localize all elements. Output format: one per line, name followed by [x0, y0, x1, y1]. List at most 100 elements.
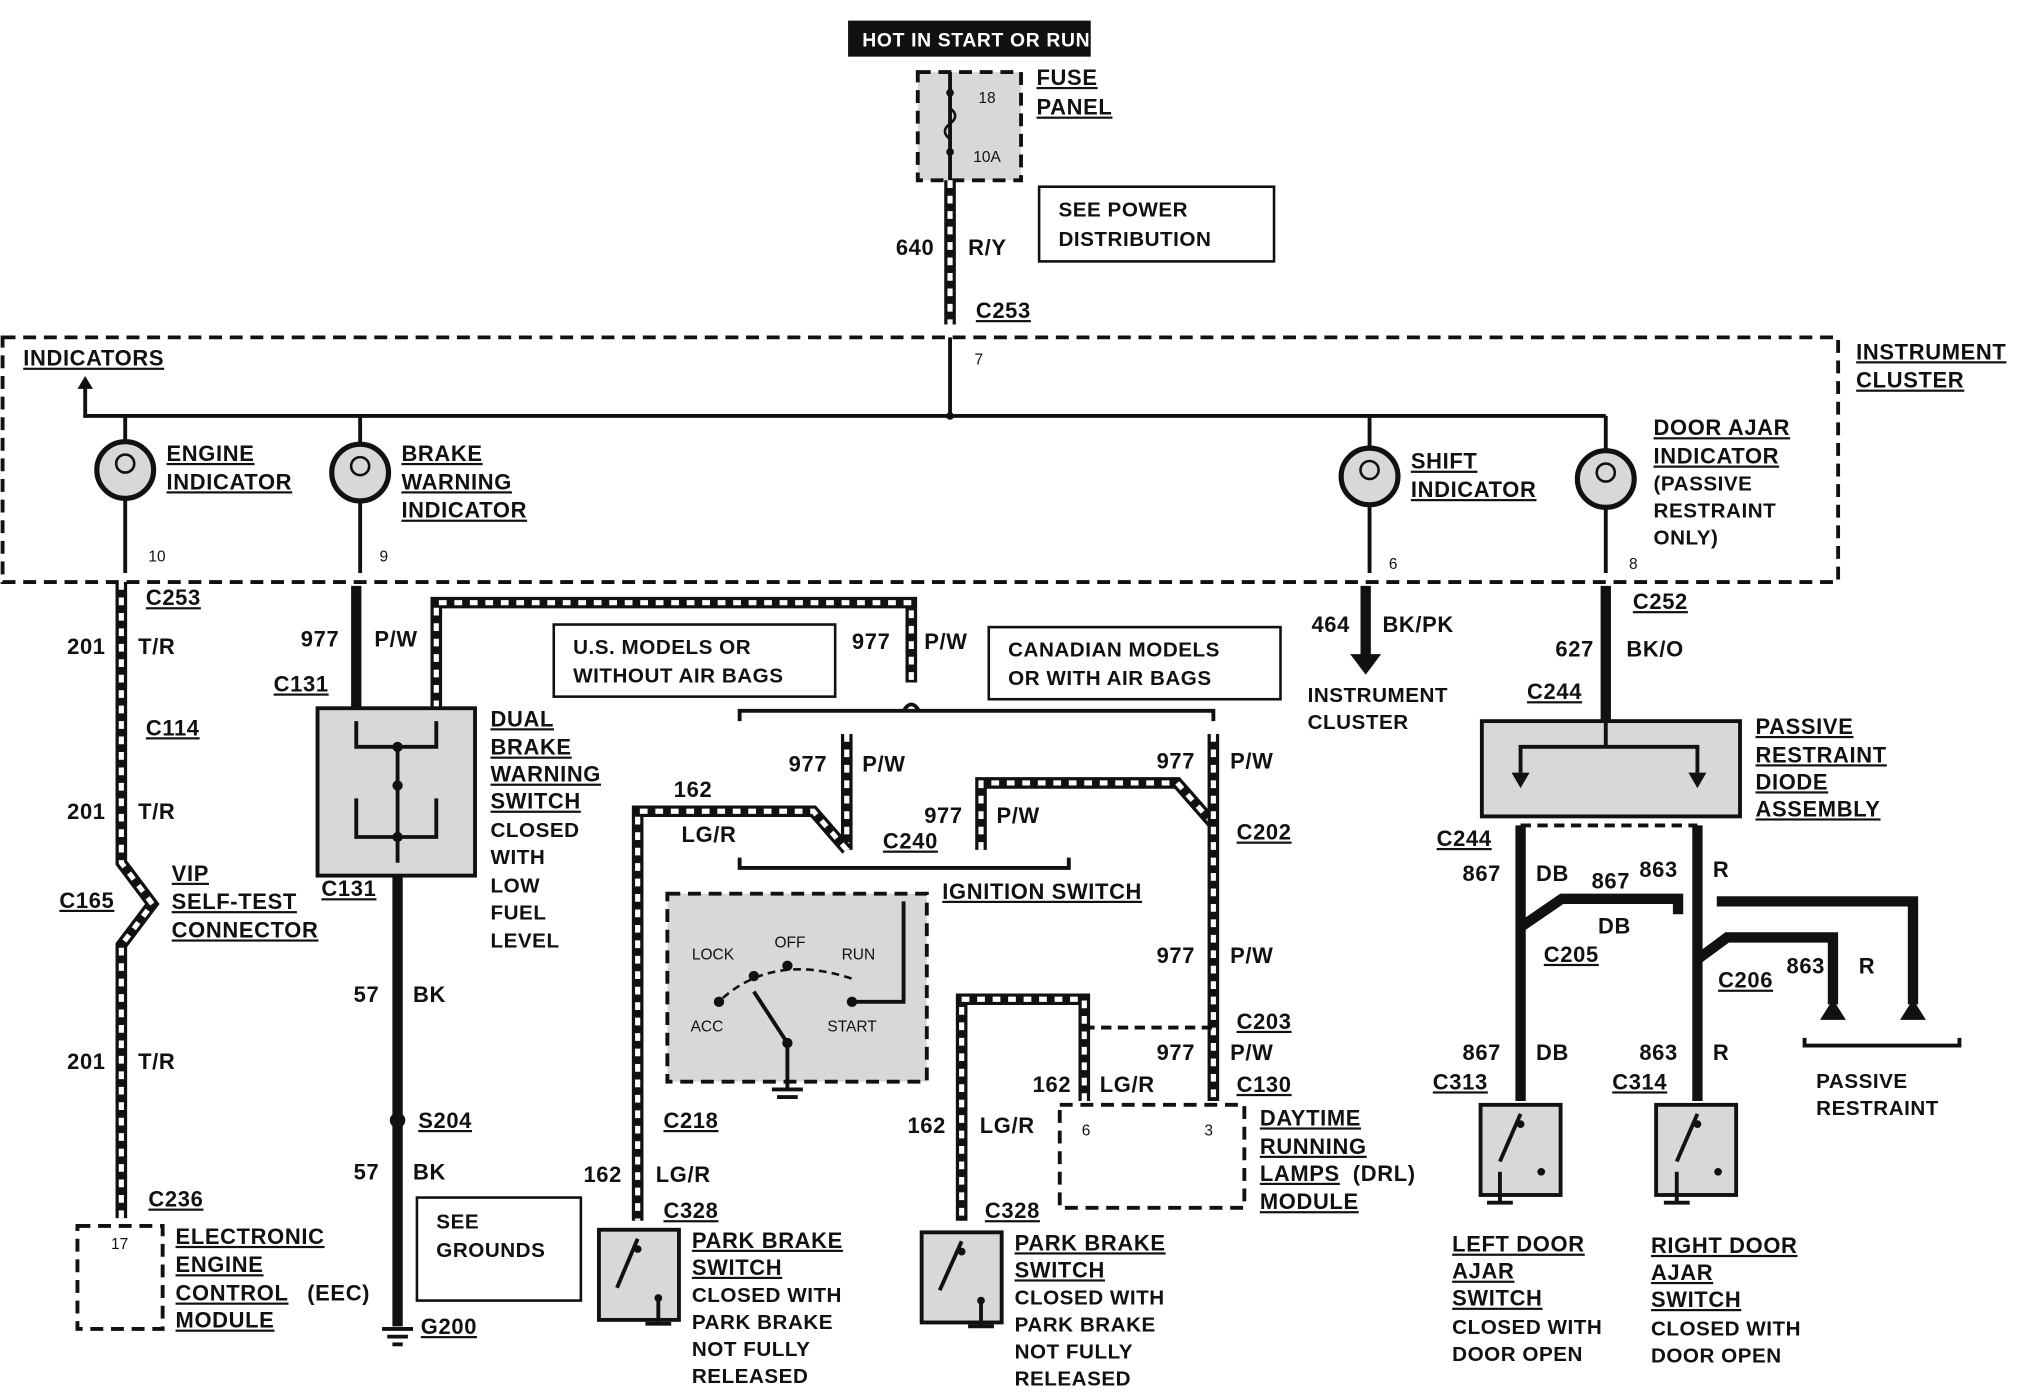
svg-text:DB: DB	[1536, 1040, 1569, 1065]
eec-module: 17 ELECTRONIC ENGINE CONTROL (EEC) MODUL…	[75, 1224, 370, 1333]
svg-text:R/Y: R/Y	[968, 235, 1006, 260]
svg-text:GROUNDS: GROUNDS	[436, 1239, 545, 1262]
svg-text:C328: C328	[985, 1198, 1040, 1223]
svg-text:BRAKE: BRAKE	[491, 735, 572, 760]
svg-text:PARK BRAKE: PARK BRAKE	[1015, 1230, 1166, 1255]
svg-text:ELECTRONIC: ELECTRONIC	[176, 1224, 325, 1249]
svg-text:ONLY): ONLY)	[1654, 527, 1719, 550]
svg-text:DISTRIBUTION: DISTRIBUTION	[1058, 228, 1211, 251]
svg-text:OR WITH AIR BAGS: OR WITH AIR BAGS	[1008, 667, 1212, 690]
dual-brake-warning-switch: DUAL BRAKE WARNING SWITCH CLOSED WITH LO…	[315, 706, 600, 953]
svg-text:RIGHT DOOR: RIGHT DOOR	[1651, 1233, 1798, 1258]
ignition-switch: LOCK OFF RUN ACC START	[665, 891, 929, 1100]
svg-text:977: 977	[301, 626, 340, 651]
svg-text:57: 57	[354, 982, 380, 1007]
engine-indicator: ENGINE INDICATOR 10	[94, 415, 293, 574]
svg-text:464: 464	[1311, 612, 1350, 637]
svg-text:SWITCH: SWITCH	[1015, 1257, 1105, 1282]
svg-text:PASSIVE: PASSIVE	[1816, 1070, 1908, 1093]
svg-text:SWITCH: SWITCH	[491, 789, 581, 814]
svg-text:RESTRAINT: RESTRAINT	[1816, 1097, 1939, 1120]
svg-text:CANADIAN MODELS: CANADIAN MODELS	[1008, 639, 1220, 662]
svg-text:7: 7	[975, 351, 984, 368]
svg-text:P/W: P/W	[997, 803, 1040, 828]
svg-text:17: 17	[111, 1236, 128, 1253]
svg-text:DOOR OPEN: DOOR OPEN	[1651, 1344, 1782, 1367]
svg-text:6: 6	[1082, 1123, 1091, 1140]
drl-module: 6 3 DAYTIME RUNNING LAMPS (DRL) MODULE	[1057, 1102, 1415, 1214]
svg-text:DUAL: DUAL	[491, 706, 554, 731]
svg-text:T/R: T/R	[138, 799, 175, 824]
svg-text:DOOR AJAR: DOOR AJAR	[1654, 415, 1791, 440]
svg-text:201: 201	[67, 799, 106, 824]
fuse-panel-label-1: FUSE	[1037, 65, 1098, 90]
svg-text:BK/PK: BK/PK	[1382, 612, 1453, 637]
svg-text:LAMPS: LAMPS	[1260, 1161, 1340, 1186]
svg-text:P/W: P/W	[1230, 749, 1273, 774]
svg-text:863: 863	[1639, 857, 1678, 882]
svg-text:867: 867	[1592, 869, 1631, 894]
svg-text:LEFT DOOR: LEFT DOOR	[1452, 1232, 1585, 1257]
svg-text:OFF: OFF	[774, 935, 805, 952]
svg-text:LEVEL: LEVEL	[491, 930, 560, 953]
svg-text:C114: C114	[146, 715, 200, 740]
svg-text:INDICATOR: INDICATOR	[1411, 477, 1537, 502]
svg-text:867: 867	[1462, 861, 1501, 886]
svg-text:START: START	[827, 1018, 877, 1035]
door-ajar-indicator: DOOR AJAR INDICATOR (PASSIVE RESTRAINT O…	[1574, 415, 1791, 573]
svg-text:RESTRAINT: RESTRAINT	[1756, 742, 1887, 767]
svg-text:CLUSTER: CLUSTER	[1856, 368, 1964, 393]
fuse-panel-label-2: PANEL	[1037, 95, 1113, 120]
svg-text:WITHOUT AIR BAGS: WITHOUT AIR BAGS	[573, 665, 783, 688]
svg-text:CLOSED WITH: CLOSED WITH	[1015, 1286, 1165, 1309]
svg-text:C244: C244	[1527, 679, 1582, 704]
svg-text:162: 162	[907, 1113, 946, 1138]
svg-text:CLUSTER: CLUSTER	[1308, 711, 1409, 734]
wire-201-branch: C253 201 T/R C114 201 T/R C165 201 T/R C…	[59, 582, 203, 1219]
wire-627: C252 627 BK/O C244	[1527, 585, 1687, 722]
svg-text:977: 977	[852, 629, 891, 654]
wire-977-drl: 977 P/W C202 977 P/W C203 977 P/W C130	[1084, 733, 1292, 1101]
svg-text:C165: C165	[59, 888, 114, 913]
svg-text:CLOSED WITH: CLOSED WITH	[692, 1284, 842, 1307]
svg-text:WARNING: WARNING	[401, 469, 512, 494]
svg-text:INDICATOR: INDICATOR	[167, 469, 293, 494]
fuse-panel: 18 10A FUSE PANEL	[915, 65, 1113, 183]
svg-text:863: 863	[1639, 1040, 1678, 1065]
svg-text:R: R	[1713, 1040, 1729, 1065]
svg-text:CLOSED: CLOSED	[491, 819, 580, 842]
instrument-cluster-box: INDICATORS INSTRUMENT CLUSTER 7	[0, 335, 2006, 584]
svg-text:CLOSED WITH: CLOSED WITH	[1651, 1317, 1801, 1340]
svg-text:C131: C131	[321, 876, 376, 901]
svg-text:BK/O: BK/O	[1626, 637, 1683, 662]
svg-text:RELEASED: RELEASED	[692, 1365, 809, 1388]
svg-text:LG/R: LG/R	[682, 822, 737, 847]
wire-863: 863 R C206 863 R 863 R C314	[1612, 825, 1926, 1101]
svg-text:SEE: SEE	[436, 1210, 479, 1233]
park-brake-switch-left: C218 162 LG/R C328 PARK BRAKE SWITCH CLO…	[583, 1108, 842, 1388]
svg-text:PARK BRAKE: PARK BRAKE	[692, 1311, 833, 1334]
svg-text:627: 627	[1555, 637, 1594, 662]
svg-text:C313: C313	[1433, 1069, 1488, 1094]
svg-text:IGNITION SWITCH: IGNITION SWITCH	[942, 879, 1142, 904]
svg-text:RELEASED: RELEASED	[1015, 1368, 1132, 1391]
svg-text:DB: DB	[1536, 861, 1569, 886]
svg-text:ENGINE: ENGINE	[167, 441, 255, 466]
svg-text:C203: C203	[1237, 1009, 1292, 1034]
see-grounds-note: SEE GROUNDS	[415, 1196, 583, 1302]
svg-text:C206: C206	[1718, 968, 1773, 993]
svg-text:9: 9	[380, 548, 389, 565]
svg-text:C130: C130	[1237, 1072, 1292, 1097]
svg-text:NOT FULLY: NOT FULLY	[1015, 1341, 1134, 1364]
svg-text:RESTRAINT: RESTRAINT	[1654, 500, 1777, 523]
park-brake-switch-right: C328 PARK BRAKE SWITCH CLOSED WITH PARK …	[919, 1198, 1166, 1391]
svg-text:NOT FULLY: NOT FULLY	[692, 1338, 811, 1361]
svg-text:867: 867	[1462, 1040, 1501, 1065]
svg-text:201: 201	[67, 1049, 106, 1074]
svg-text:R: R	[1859, 954, 1875, 979]
svg-text:977: 977	[924, 803, 963, 828]
svg-text:MODULE: MODULE	[176, 1308, 275, 1333]
svg-text:LG/R: LG/R	[1100, 1072, 1155, 1097]
svg-text:INDICATOR: INDICATOR	[401, 498, 527, 523]
left-door-ajar-switch: LEFT DOOR AJAR SWITCH CLOSED WITH DOOR O…	[1452, 1102, 1602, 1366]
